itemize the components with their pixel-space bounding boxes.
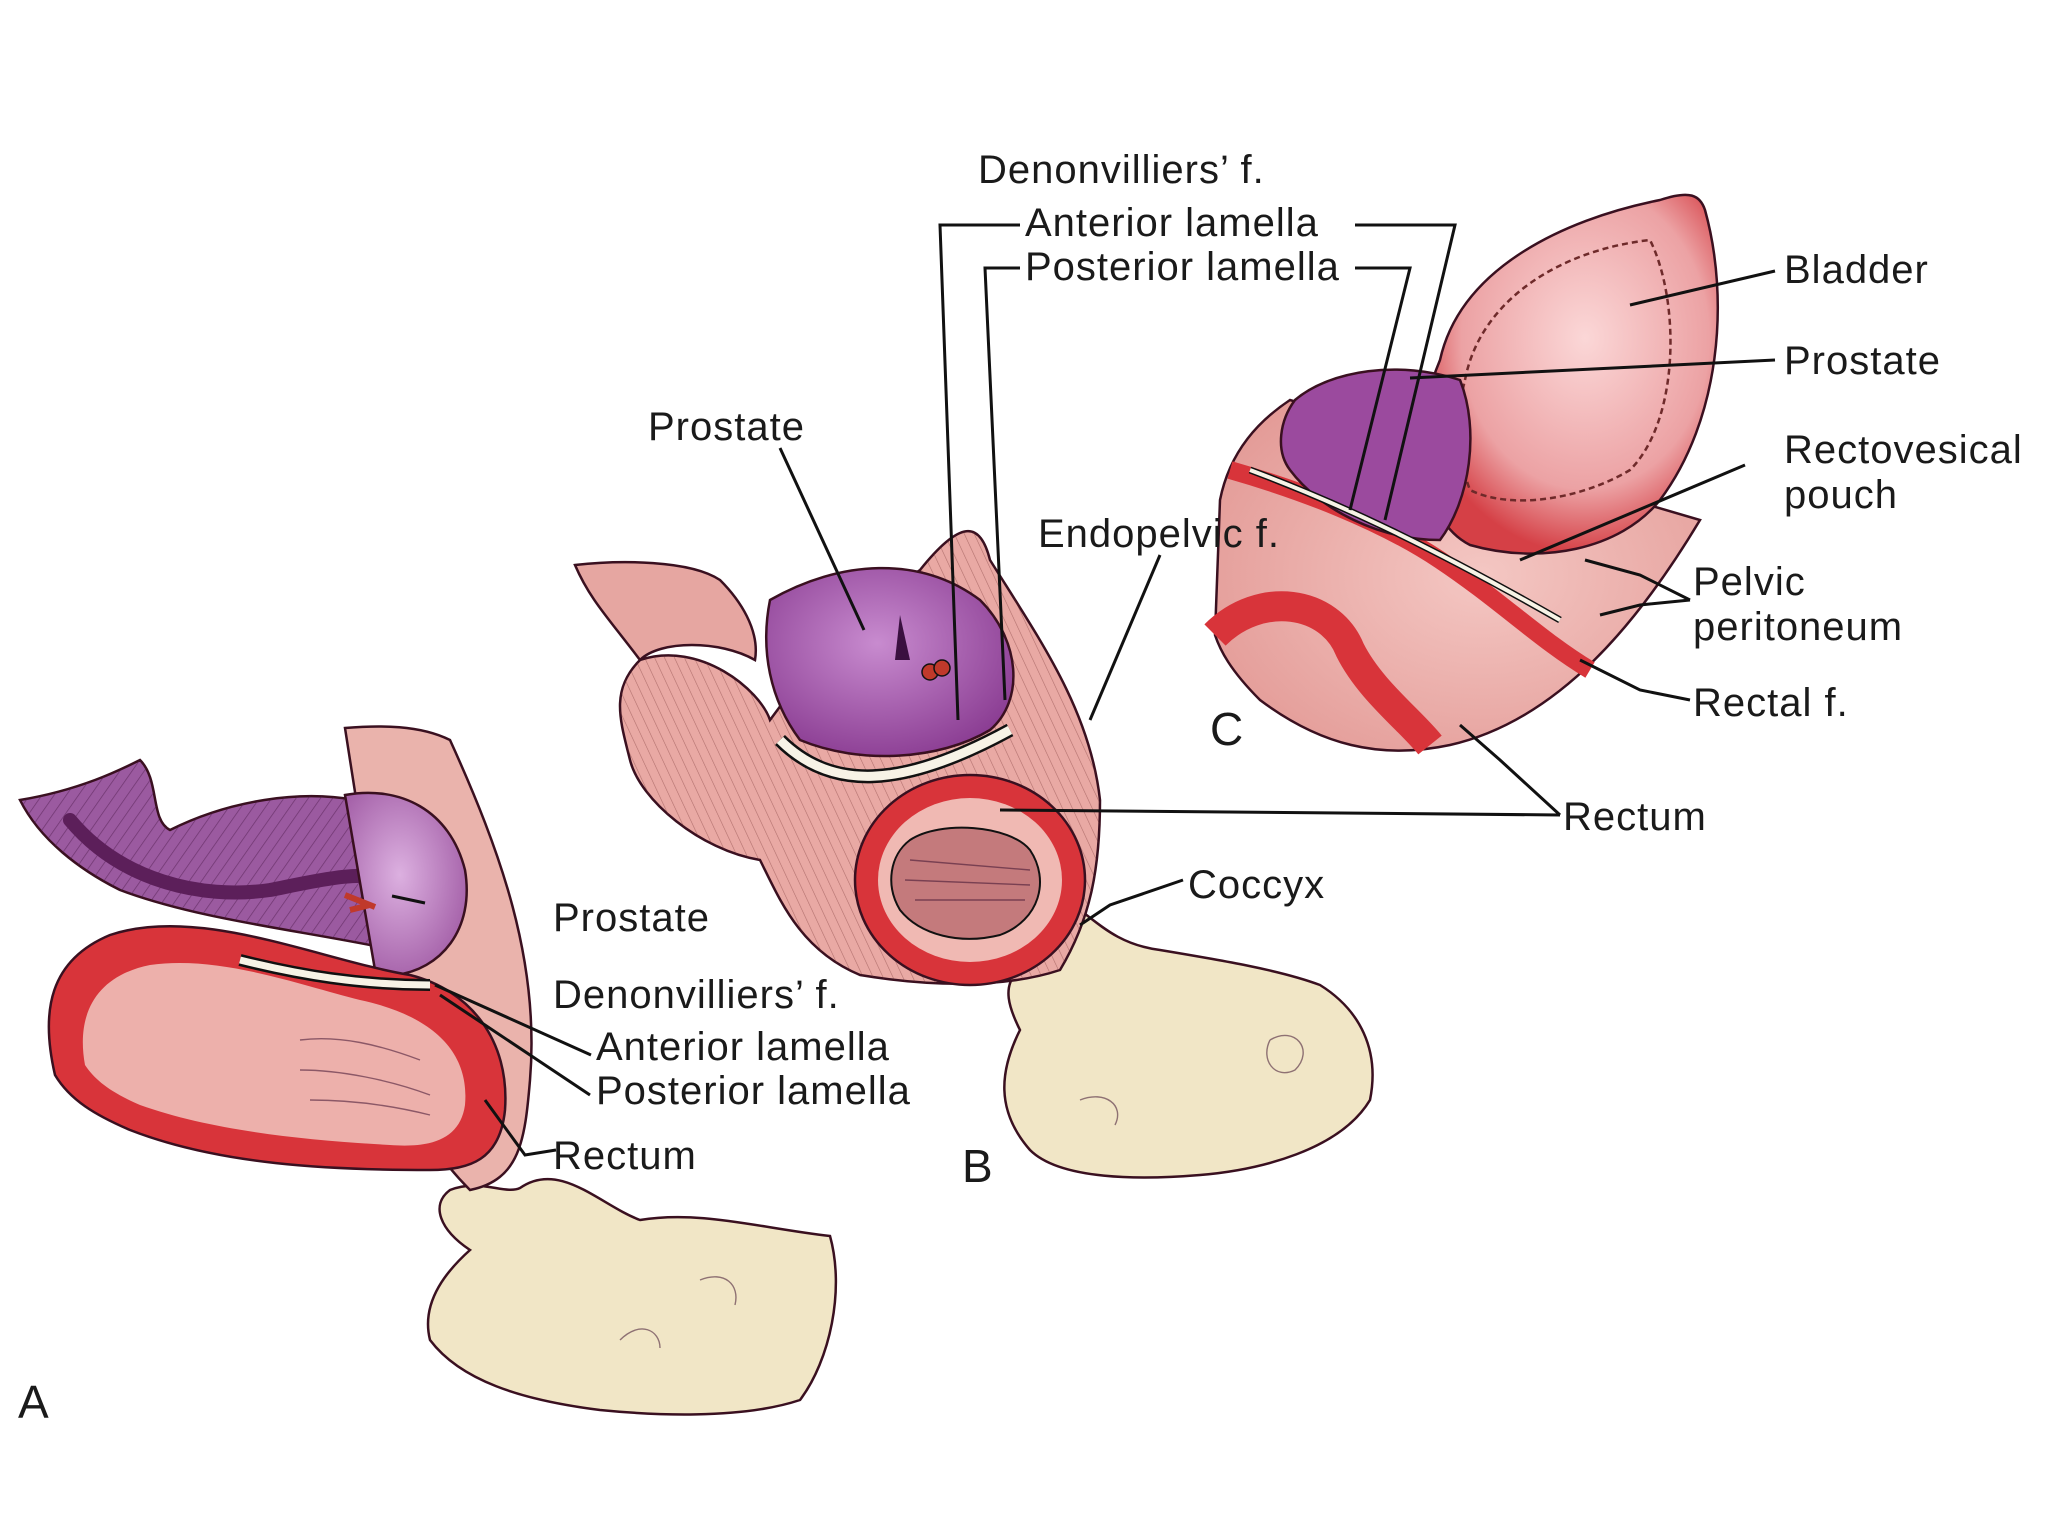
panel-a-illustration (18, 725, 838, 1416)
label-a-posterior-lamella: Posterior lamella (596, 1069, 911, 1113)
panel-a-prostate (343, 791, 468, 977)
panel-letter-a: A (18, 1376, 49, 1428)
label-c-pelvic-1: Pelvic (1693, 560, 1806, 604)
label-b-coccyx: Coccyx (1188, 863, 1325, 907)
panel-letter-c: C (1210, 703, 1243, 755)
label-a-rectum: Rectum (553, 1134, 697, 1178)
label-b-denonvilliers: Denonvilliers’ f. (978, 148, 1265, 192)
label-a-anterior-lamella: Anterior lamella (596, 1025, 890, 1069)
label-c-rectovesical-1: Rectovesical (1784, 428, 2023, 472)
panel-a-coccyx-bone (426, 1177, 838, 1416)
label-b-endopelvic: Endopelvic f. (1038, 512, 1280, 556)
panel-letter-b: B (962, 1140, 993, 1192)
label-c-rectal-fascia: Rectal f. (1693, 681, 1849, 725)
panel-c-bladder (1421, 193, 1720, 555)
label-a-denonvilliers: Denonvilliers’ f. (553, 973, 840, 1017)
label-b-anterior-lamella: Anterior lamella (1025, 201, 1319, 245)
label-c-prostate: Prostate (1784, 339, 1941, 383)
label-b-posterior-lamella: Posterior lamella (1025, 245, 1340, 289)
panel-c-illustration (1204, 193, 1776, 817)
panel-b-coccyx-bone (1003, 906, 1374, 1179)
panel-c-prostate (1279, 368, 1472, 542)
label-a-prostate: Prostate (553, 896, 710, 940)
label-b-prostate: Prostate (648, 405, 805, 449)
label-rectum-shared: Rectum (1563, 795, 1707, 839)
label-c-bladder: Bladder (1784, 248, 1929, 292)
label-c-rectovesical-2: pouch (1784, 473, 1898, 517)
label-c-pelvic-2: peritoneum (1693, 605, 1903, 649)
panel-b-illustration (573, 223, 1561, 1179)
panel-b-prostate (765, 566, 1015, 758)
